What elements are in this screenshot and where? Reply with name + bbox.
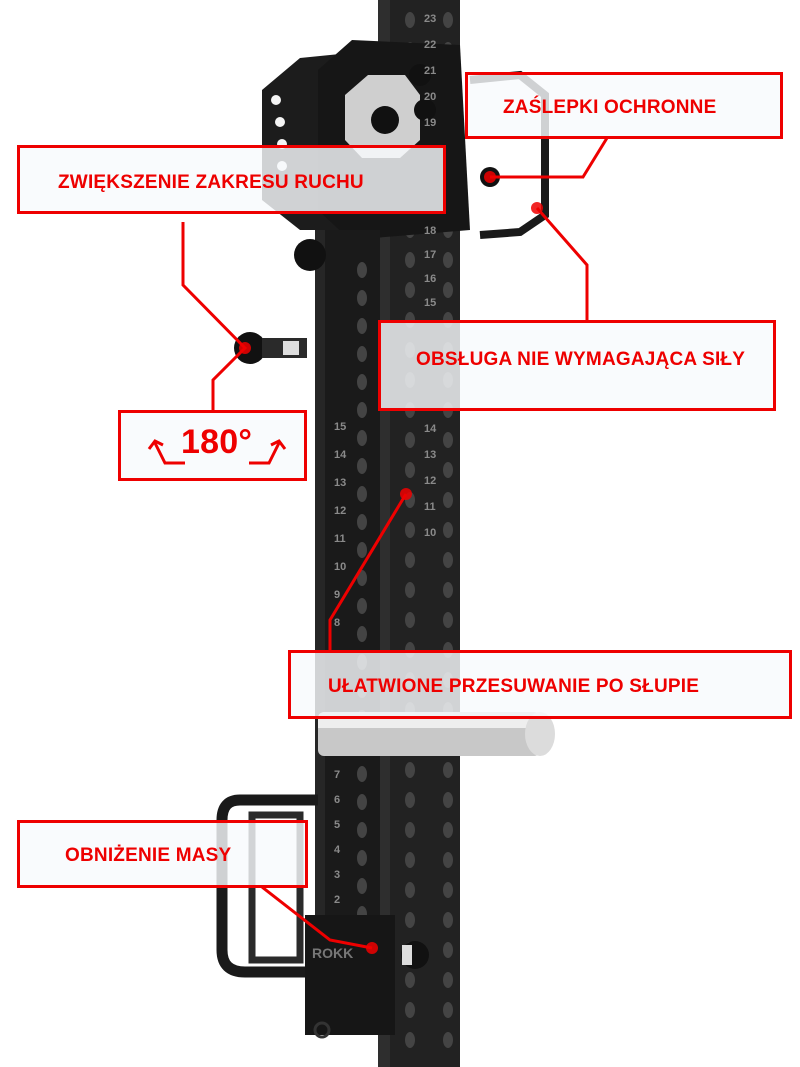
rotation-value: 180° [181,423,253,461]
callout-range-of-motion: ZWIĘKSZENIE ZAKRESU RUCHU [17,145,446,214]
column-number: 14 [424,423,437,435]
column-number: 23 [424,13,436,25]
column-number: 15 [424,297,436,309]
column-number: 10 [334,561,346,573]
column-number: 19 [424,117,436,129]
front-column-numbers: 15 14 13 12 11 10 9 8 7 6 5 4 3 2 [334,421,347,906]
column-number: 12 [334,505,346,517]
column-number: 21 [424,65,436,77]
back-column-numbers: 23 22 21 20 19 18 17 16 15 14 13 12 11 10 [424,13,437,539]
column-number: 6 [334,794,340,806]
column-number: 4 [334,844,341,856]
column-number: 16 [424,273,436,285]
column-number: 3 [334,869,340,881]
column-number: 22 [424,39,436,51]
callout-protective-caps: ZAŚLEPKI OCHRONNE [465,72,783,139]
column-number: 10 [424,527,436,539]
leader-lines [181,137,609,950]
column-number: 13 [424,449,436,461]
column-number: 12 [424,475,436,487]
column-number: 18 [424,225,436,237]
callout-label: OBSŁUGA NIE WYMAGAJĄCA SIŁY [416,349,746,370]
brand-logo: ROKK [312,945,353,961]
callout-label: UŁATWIONE PRZESUWANIE PO SŁUPIE [328,676,700,697]
column-number: 8 [334,617,340,629]
hotspot-dots [239,171,543,954]
callout-rotation: 180° [118,410,307,481]
column-number: 17 [424,249,436,261]
column-number: 9 [334,589,340,601]
column-number: 20 [424,91,436,103]
rotate-arrows-icon [147,439,287,465]
front-column [315,230,380,1030]
column-number: 5 [334,819,340,831]
callout-label: ZWIĘKSZENIE ZAKRESU RUCHU [58,172,364,193]
column-number: 14 [334,449,347,461]
column-number: 2 [334,894,340,906]
column-number: 11 [334,533,346,545]
column-number: 13 [334,477,346,489]
column-number: 15 [334,421,346,433]
callout-label: OBNIŻENIE MASY [65,845,232,866]
callout-label: ZAŚLEPKI OCHRONNE [503,97,717,118]
column-number: 7 [334,769,340,781]
lower-sleeve [305,915,395,1035]
callout-easy-sliding: UŁATWIONE PRZESUWANIE PO SŁUPIE [288,650,792,719]
callout-lower-mass: OBNIŻENIE MASY [17,820,308,888]
column-number: 11 [424,501,436,513]
callout-effortless-operation: OBSŁUGA NIE WYMAGAJĄCA SIŁY [378,320,776,411]
